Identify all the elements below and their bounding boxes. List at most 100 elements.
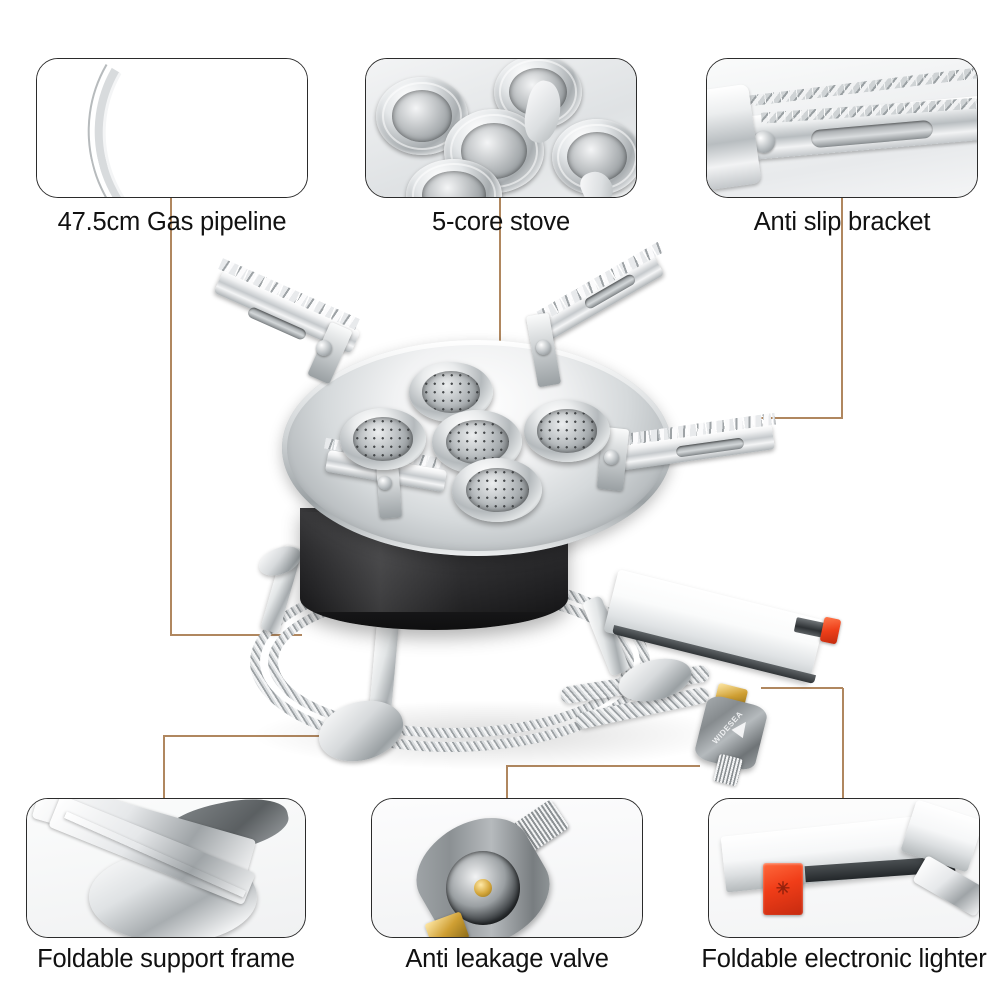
callout-anti-slip-bracket-image bbox=[706, 58, 978, 198]
callout-five-core-stove-image bbox=[365, 58, 637, 198]
burner-head-top bbox=[403, 362, 499, 422]
burner-head-right bbox=[517, 400, 617, 462]
arm-hinge bbox=[376, 461, 402, 519]
support-leg-left bbox=[260, 544, 303, 634]
stove-deck bbox=[282, 340, 672, 556]
burner-skirt bbox=[445, 491, 549, 522]
callout-anti-leakage-valve-image bbox=[371, 798, 643, 938]
arm-plate bbox=[531, 254, 665, 345]
burner-skirt bbox=[403, 393, 499, 422]
arm-slot bbox=[675, 437, 745, 458]
connector-gas-pipeline-horizontal bbox=[170, 634, 302, 636]
spark-icon: ✳ bbox=[775, 879, 791, 898]
arm-hinge bbox=[525, 312, 562, 388]
burner-cup bbox=[524, 400, 610, 462]
gas-hose-coil-inner bbox=[268, 586, 634, 738]
callout-anti-slip-bracket-label: Anti slip bracket bbox=[753, 208, 931, 236]
pot-support-arm-right bbox=[584, 400, 784, 500]
pot-support-arm-top-left bbox=[206, 258, 396, 402]
support-leg-front bbox=[366, 619, 400, 739]
burner-head-left bbox=[333, 408, 433, 470]
connector-support-frame-vertical bbox=[163, 736, 165, 798]
arm-slot bbox=[583, 272, 637, 311]
burner-holes bbox=[352, 417, 414, 461]
callout-foldable-electronic-lighter-image: ✳ bbox=[708, 798, 980, 938]
burner-holes bbox=[445, 419, 509, 465]
gas-hose-segment-right-2 bbox=[574, 686, 711, 730]
connector-anti-slip-horizontal bbox=[757, 417, 843, 419]
bracket-rivet bbox=[753, 131, 775, 153]
brass-fitting bbox=[713, 682, 749, 712]
arm-teeth bbox=[218, 258, 360, 330]
callout-five-core-stove-label: 5-core stove bbox=[432, 208, 570, 236]
valve-closeup-photo bbox=[372, 799, 642, 937]
burner-holes bbox=[421, 371, 481, 413]
connector-valve-horizontal bbox=[506, 765, 700, 767]
valve-knurled-stem bbox=[712, 753, 744, 787]
bracket-closeup-photo bbox=[707, 59, 977, 197]
brand-mark-icon bbox=[731, 717, 752, 739]
burner-skirt bbox=[517, 432, 617, 462]
connector-valve-vertical bbox=[506, 766, 508, 798]
arm-rivet bbox=[378, 476, 392, 490]
stove-deck-rim bbox=[282, 340, 672, 556]
arm-slot bbox=[246, 305, 308, 342]
connector-lighter-vertical bbox=[842, 688, 844, 798]
support-leg-right-foot bbox=[614, 651, 696, 709]
arm-teeth bbox=[536, 241, 664, 323]
valve-brass-pin bbox=[474, 879, 492, 897]
arm-plate bbox=[603, 424, 775, 473]
burner-cup bbox=[340, 408, 426, 470]
burner-closeup-photo bbox=[366, 59, 636, 197]
callout-foldable-support-frame-image bbox=[26, 798, 306, 938]
gas-hose-coil-outer bbox=[250, 572, 650, 752]
arm-rivet bbox=[604, 450, 619, 465]
arm-teeth bbox=[611, 412, 777, 448]
burner-cup bbox=[409, 362, 493, 422]
lighter-closeup-photo: ✳ bbox=[709, 799, 979, 937]
burner-cup bbox=[452, 458, 542, 522]
stove-body-highlight bbox=[300, 512, 568, 612]
valve-brand-label: WIDESEA bbox=[710, 709, 745, 746]
callout-anti-leakage-valve-label: Anti leakage valve bbox=[405, 945, 609, 973]
connector-anti-slip-vertical bbox=[841, 198, 843, 418]
support-frame-closeup-photo bbox=[27, 799, 305, 937]
pot-support-arm-top-right bbox=[500, 241, 690, 402]
igniter-stem bbox=[793, 617, 827, 638]
callout-gas-pipeline-image bbox=[36, 58, 308, 198]
callout-foldable-electronic-lighter-label: Foldable electronic lighter bbox=[701, 945, 987, 973]
stove-body bbox=[300, 508, 568, 630]
support-leg-left-foot bbox=[254, 540, 306, 582]
electronic-lighter-arm bbox=[603, 569, 825, 683]
support-leg-right bbox=[581, 595, 631, 677]
gas-valve-block: WIDESEA bbox=[692, 693, 770, 773]
burner-skirt bbox=[425, 443, 529, 474]
ignition-button[interactable] bbox=[819, 616, 842, 645]
support-leg-front-foot bbox=[311, 691, 411, 771]
connector-support-frame-horizontal bbox=[163, 735, 323, 737]
pot-support-arm-front-left bbox=[316, 418, 496, 528]
arm-hinge bbox=[596, 426, 630, 492]
arm-hinge bbox=[307, 321, 353, 385]
burner-holes bbox=[465, 467, 529, 513]
lighter-ignition-button[interactable]: ✳ bbox=[763, 863, 803, 915]
callout-foldable-support-frame-label: Foldable support frame bbox=[37, 945, 295, 973]
connector-lighter-horizontal bbox=[761, 687, 843, 689]
arm-plate bbox=[325, 449, 447, 493]
arm-plate bbox=[213, 270, 361, 354]
burner-skirt bbox=[333, 440, 433, 470]
electronic-lighter-arm-edge bbox=[612, 624, 816, 685]
closeup-burner-rim bbox=[411, 163, 497, 197]
arm-teeth bbox=[323, 437, 445, 470]
hose-photo bbox=[37, 59, 307, 197]
arm-rivet bbox=[316, 340, 332, 356]
callout-gas-pipeline-label: 47.5cm Gas pipeline bbox=[57, 208, 287, 236]
burner-head-center bbox=[425, 410, 529, 474]
closeup-burner-rim bbox=[381, 81, 463, 151]
burner-cup bbox=[432, 410, 522, 474]
burner-head-front bbox=[445, 458, 549, 522]
arm-rivet bbox=[536, 340, 551, 355]
connector-five-core-vertical bbox=[499, 198, 501, 388]
connector-gas-pipeline-vertical bbox=[170, 198, 172, 635]
